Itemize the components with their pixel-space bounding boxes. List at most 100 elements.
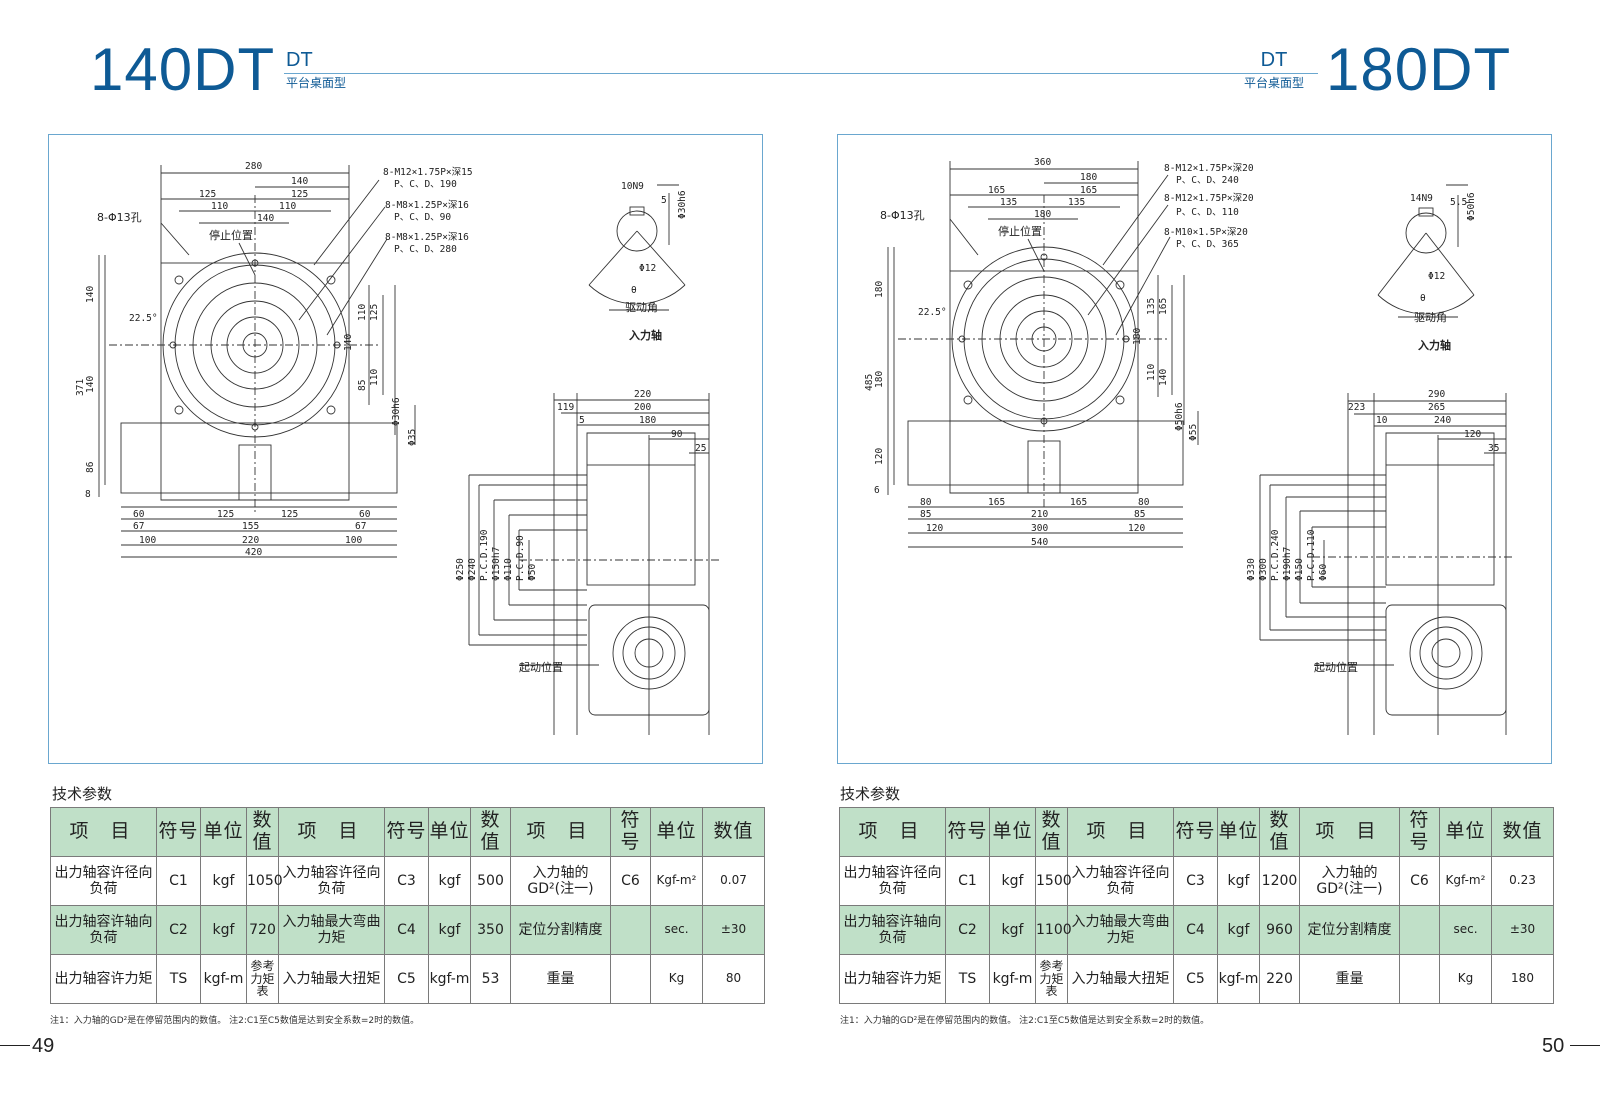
dim-label: Φ55 bbox=[1188, 424, 1199, 441]
technical-drawing-140dt: 280 140 125 125 110 110 140 8-Φ13孔 停止位置 … bbox=[75, 161, 719, 735]
dim-label: 125 bbox=[291, 189, 308, 200]
table-header-row: 项 目 符号 单位 数值 项 目 符号 单位 数值 项 目 符号 单位 数值 bbox=[50, 807, 765, 857]
bolt-note: P、C、D、365 bbox=[1176, 239, 1239, 250]
header-cell: 符号 bbox=[945, 807, 990, 857]
table-cell: 入力轴容许径向负荷 bbox=[1067, 856, 1174, 906]
table-cell: 参考力矩表 bbox=[246, 954, 279, 1004]
dim-label: 120 bbox=[1464, 429, 1481, 440]
dim-label: P.C.D.190 bbox=[479, 529, 490, 581]
table-cell: C6 bbox=[610, 856, 651, 906]
stop-position-label: 停止位置 bbox=[209, 228, 253, 242]
table-cell: C2 bbox=[945, 905, 990, 955]
table-cell: C4 bbox=[1173, 905, 1218, 955]
dim-label: 240 bbox=[1434, 415, 1451, 426]
dim-label: 14N9 bbox=[1410, 193, 1433, 204]
table-cell: 出力轴容许轴向负荷 bbox=[839, 905, 946, 955]
model-title-140dt: 140DT bbox=[90, 36, 276, 103]
table-cell: 入力轴最大弯曲力矩 bbox=[1067, 905, 1174, 955]
header-cell: 符号 bbox=[610, 807, 651, 857]
dim-label: 110 bbox=[211, 201, 228, 212]
dim-label: 135 bbox=[1000, 197, 1017, 208]
dim-label: 5 bbox=[661, 195, 667, 206]
dim-label: 540 bbox=[1031, 537, 1048, 548]
dim-label: 10 bbox=[1376, 415, 1388, 426]
dim-label: 5.5 bbox=[1450, 197, 1467, 208]
bolt-note: 8-M12×1.75P×深20 bbox=[1164, 193, 1254, 204]
dim-label: P.C.D.90 bbox=[515, 535, 526, 581]
start-position-label: 起动位置 bbox=[1314, 660, 1358, 674]
header-cell: 符号 bbox=[156, 807, 201, 857]
header-cell: 单位 bbox=[428, 807, 471, 857]
dim-label: 10N9 bbox=[621, 181, 644, 192]
table-cell: C5 bbox=[1173, 954, 1218, 1004]
table-cell: C1 bbox=[945, 856, 990, 906]
input-shaft-label: 入力轴 bbox=[1418, 338, 1451, 352]
dim-label: 125 bbox=[369, 304, 380, 321]
header-cell: 数值 bbox=[1491, 807, 1554, 857]
table-cell: 80 bbox=[702, 954, 765, 1004]
table-cell: 入力轴的GD²(注一) bbox=[510, 856, 611, 906]
series-code: DT bbox=[1260, 49, 1288, 71]
footnote: 注1：入力轴的GD²是在停留范围内的数值。 注2:C1至C5数值是达到安全系数=… bbox=[50, 1016, 420, 1026]
header-cell: 数值 bbox=[1259, 807, 1300, 857]
dim-label: 86 bbox=[85, 461, 96, 473]
table-cell: 定位分割精度 bbox=[510, 905, 611, 955]
dim-label: P.C.D.110 bbox=[1306, 529, 1317, 581]
table-cell: TS bbox=[156, 954, 201, 1004]
dim-label: Φ240 bbox=[467, 558, 478, 581]
table-cell: 定位分割精度 bbox=[1299, 905, 1400, 955]
dim-label: 120 bbox=[1128, 523, 1145, 534]
drive-angle-label: 驱动角 bbox=[1414, 311, 1447, 324]
table-cell: 出力轴容许力矩 bbox=[50, 954, 157, 1004]
table-cell: kgf bbox=[989, 856, 1036, 906]
page-number: 50 bbox=[1542, 1035, 1565, 1057]
dim-label: 5 bbox=[579, 415, 585, 426]
dim-label: 180 bbox=[639, 415, 656, 426]
dim-label: 280 bbox=[245, 161, 262, 172]
header-cell: 单位 bbox=[650, 807, 703, 857]
table-cell: Kg bbox=[1439, 954, 1492, 1004]
dim-label: 165 bbox=[1080, 185, 1097, 196]
table-cell: 500 bbox=[470, 856, 511, 906]
dim-label: 180 bbox=[874, 281, 885, 298]
dim-label: 165 bbox=[1158, 298, 1169, 315]
table-cell: 入力轴最大扭矩 bbox=[1067, 954, 1174, 1004]
dim-label: 67 bbox=[133, 521, 144, 532]
dim-label: 140 bbox=[291, 176, 308, 187]
dim-label: 371 bbox=[75, 379, 86, 396]
dim-label: 140 bbox=[1158, 369, 1169, 386]
table-cell bbox=[610, 905, 651, 955]
table-row: 出力轴容许力矩 TS kgf-m 参考力矩表 入力轴最大扭矩 C5 kgf-m … bbox=[50, 954, 765, 1004]
table-cell: kgf bbox=[1217, 905, 1260, 955]
dim-label: 180 bbox=[1034, 209, 1051, 220]
dim-label: 120 bbox=[926, 523, 943, 534]
table-cell: 1050 bbox=[246, 856, 283, 906]
table-cell: 出力轴容许轴向负荷 bbox=[50, 905, 157, 955]
table-cell: 350 bbox=[470, 905, 511, 955]
dim-label: Φ35 bbox=[407, 429, 418, 446]
dim-label: 165 bbox=[1070, 497, 1087, 508]
header-cell: 符号 bbox=[384, 807, 429, 857]
table-cell: 参考力矩表 bbox=[1035, 954, 1068, 1004]
series-name: 平台桌面型 bbox=[1244, 76, 1305, 90]
dim-label: 200 bbox=[634, 402, 651, 413]
dim-label: 119 bbox=[557, 402, 574, 413]
table-cell: 重量 bbox=[1299, 954, 1400, 1004]
dim-label: 90 bbox=[671, 429, 683, 440]
table-cell: C5 bbox=[384, 954, 429, 1004]
table-cell: 180 bbox=[1491, 954, 1554, 1004]
header-cell: 符号 bbox=[1173, 807, 1218, 857]
section-title-tech-params: 技术参数 bbox=[52, 785, 113, 803]
dim-label: Φ50 bbox=[527, 564, 538, 581]
angle-label: 22.5° bbox=[129, 313, 158, 324]
table-cell: kgf bbox=[428, 905, 471, 955]
bolt-note: P、C、D、240 bbox=[1176, 175, 1239, 186]
table-cell: 220 bbox=[1259, 954, 1300, 1004]
series-name: 平台桌面型 bbox=[286, 76, 347, 90]
table-cell: 960 bbox=[1259, 905, 1300, 955]
table-cell: C3 bbox=[1173, 856, 1218, 906]
dim-label: Φ50h6 bbox=[1174, 402, 1185, 431]
dim-label: 125 bbox=[217, 509, 234, 520]
table-cell: kgf bbox=[200, 905, 247, 955]
header-cell: 符号 bbox=[1399, 807, 1440, 857]
